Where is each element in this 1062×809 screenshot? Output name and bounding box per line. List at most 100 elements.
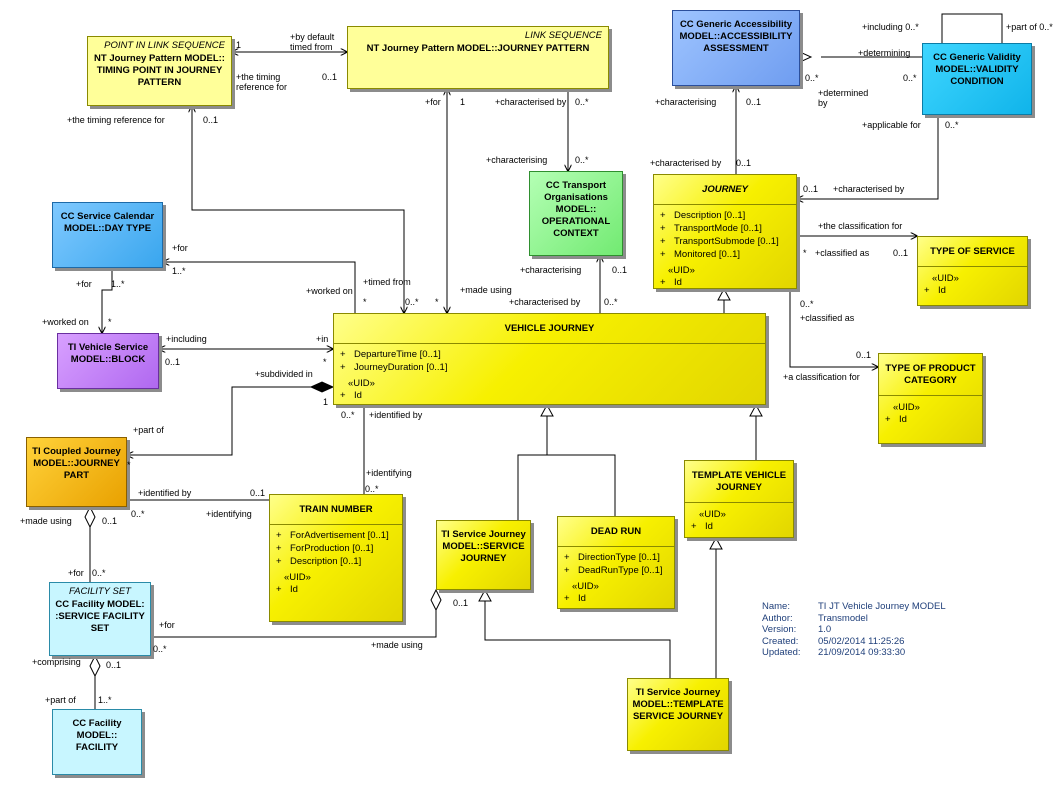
uid-text: Id [354, 390, 362, 401]
uml-class-cjp[interactable]: TI Coupled Journey MODEL::JOURNEY PART [26, 437, 127, 507]
class-name: TYPE OF PRODUCT CATEGORY [885, 363, 976, 386]
visibility-marker: + [660, 277, 666, 288]
uid-text: Id [578, 593, 586, 604]
attribute-text: ForAdvertisement [0..1] [290, 530, 389, 541]
role-label: 0..* [805, 73, 819, 83]
role-label: 0..* [575, 155, 589, 165]
role-label: +for [425, 97, 441, 107]
association-line [547, 454, 616, 516]
role-label: +determined by [818, 88, 869, 108]
uid-text: Id [705, 521, 713, 532]
visibility-marker: + [276, 556, 282, 567]
uml-class-tos[interactable]: TYPE OF SERVICE«UID»+Id [917, 236, 1028, 306]
uml-class-journey[interactable]: JOURNEY+Description [0..1]+TransportMode… [653, 174, 797, 289]
generalization-arrowhead [540, 403, 554, 417]
role-label: +characterising [486, 155, 548, 165]
association-line [484, 590, 671, 678]
generalization-arrowhead [478, 588, 492, 602]
role-label: 1 [323, 397, 329, 407]
class-attribute: +JourneyDuration [0..1] [340, 361, 759, 374]
class-attribute: +DeadRunType [0..1] [564, 564, 668, 577]
class-attributes: + ForAdvertisement [0..1]+ForProduction [… [270, 525, 402, 568]
attribute-text: DepartureTime [0..1] [354, 349, 441, 360]
class-uid-section: «UID»+Id [654, 261, 796, 289]
role-label: 0..1 [893, 248, 909, 258]
visibility-marker: + [276, 584, 282, 595]
class-uid-section: «UID»+Id [879, 396, 982, 426]
class-divider [558, 546, 674, 547]
uml-class-cal[interactable]: CC Service Calendar MODEL::DAY TYPE [52, 202, 163, 268]
uml-class-topc[interactable]: TYPE OF PRODUCT CATEGORY «UID»+Id [878, 353, 983, 444]
uml-class-vj[interactable]: VEHICLE JOURNEY+DepartureTime [0..1]+Jou… [333, 313, 766, 405]
role-label: 0..1 [803, 184, 819, 194]
role-label: +characterised by [495, 97, 567, 107]
role-label: * [435, 297, 439, 307]
class-attribute: + Description [0..1] [660, 209, 790, 222]
role-label: 0..* [575, 97, 589, 107]
role-label: 1..* [111, 279, 125, 289]
class-attributes: +DepartureTime [0..1]+JourneyDuration [0… [334, 344, 765, 374]
uid-stereotype: «UID» [932, 273, 959, 284]
aggregation-diamond [430, 588, 442, 612]
role-label: +comprising [32, 657, 81, 667]
uml-class-dr[interactable]: DEAD RUN+DirectionType [0..1]+DeadRunTyp… [557, 516, 675, 609]
uml-class-tvj[interactable]: TEMPLATE VEHICLE JOURNEY«UID»+Id [684, 460, 794, 538]
uml-class-tsj[interactable]: TI Service Journey MODEL::TEMPLATE SERVI… [627, 678, 729, 751]
visibility-marker: + [885, 414, 891, 425]
attribute-text: DeadRunType [0..1] [578, 565, 663, 576]
attribute-text: TransportMode [0..1] [674, 223, 762, 234]
role-label: +applicable for [862, 120, 921, 130]
visibility-marker: + [924, 285, 930, 296]
attribute-text: Description [0..1] [674, 210, 746, 221]
generalization-arrowhead [709, 536, 723, 550]
uml-class-block[interactable]: TI Vehicle Service MODEL::BLOCK [57, 333, 159, 389]
uml-class-fac[interactable]: CC Facility MODEL:: FACILITY [52, 709, 142, 775]
uid-attribute: +Id [564, 593, 668, 605]
uid-stereotype: «UID» [348, 378, 375, 389]
class-uid-section: «UID»+Id [558, 577, 674, 605]
role-label: +the timing reference for [236, 72, 288, 92]
role-label: 0..* [153, 644, 167, 654]
role-label: +for [68, 568, 84, 578]
role-label: 0..* [365, 484, 379, 494]
uid-attribute: +Id [691, 521, 787, 533]
class-uid-section: «UID»+Id [918, 267, 1027, 297]
generalization-arrowhead [749, 403, 763, 417]
class-stereotype: FACILITY SET [69, 586, 131, 597]
uml-class-sj[interactable]: TI Service Journey MODEL::SERVICE JOURNE… [436, 520, 531, 590]
role-label: +characterised by [650, 158, 722, 168]
visibility-marker: + [660, 210, 666, 221]
uml-class-val[interactable]: CC Generic Validity MODEL::VALIDITY COND… [922, 43, 1032, 115]
class-attribute: +ForProduction [0..1] [276, 542, 396, 555]
role-label: +classified as [800, 313, 855, 323]
class-name: CC Transport Organisations MODEL:: OPERA… [541, 180, 611, 239]
role-label: +subdivided in [255, 369, 313, 379]
class-name: TRAIN NUMBER [299, 504, 373, 515]
role-label: 1 [236, 40, 242, 50]
uml-class-acc[interactable]: CC Generic Accessibility MODEL::ACCESSIB… [672, 10, 800, 86]
uid-stereotype: «UID» [572, 581, 599, 592]
attribute-text: Monitored [0..1] [674, 249, 741, 260]
class-divider [918, 266, 1027, 267]
uml-class-train[interactable]: TRAIN NUMBER + ForAdvertisement [0..1]+For… [269, 494, 403, 622]
attribute-text: TransportSubmode [0..1] [674, 236, 779, 247]
role-label: 0..1 [453, 598, 469, 608]
role-label: 0..1 [106, 660, 122, 670]
uml-class-org[interactable]: CC Transport Organisations MODEL:: OPERA… [529, 171, 623, 256]
uid-stereotype: «UID» [699, 509, 726, 520]
role-label: 0..* [341, 410, 355, 420]
uid-text: Id [674, 277, 682, 288]
class-name: CC Facility MODEL:: FACILITY [72, 718, 122, 753]
role-label: 1..* [172, 266, 186, 276]
association-line [192, 106, 404, 313]
association-line [941, 13, 1003, 43]
uid-stereotype: «UID» [284, 572, 311, 583]
class-name: TI Service Journey MODEL::SERVICE JOURNE… [441, 529, 526, 564]
role-label: +including [166, 334, 207, 344]
role-label: 0..1 [322, 72, 338, 82]
role-label: 0..* [604, 297, 618, 307]
association-line [789, 289, 878, 367]
